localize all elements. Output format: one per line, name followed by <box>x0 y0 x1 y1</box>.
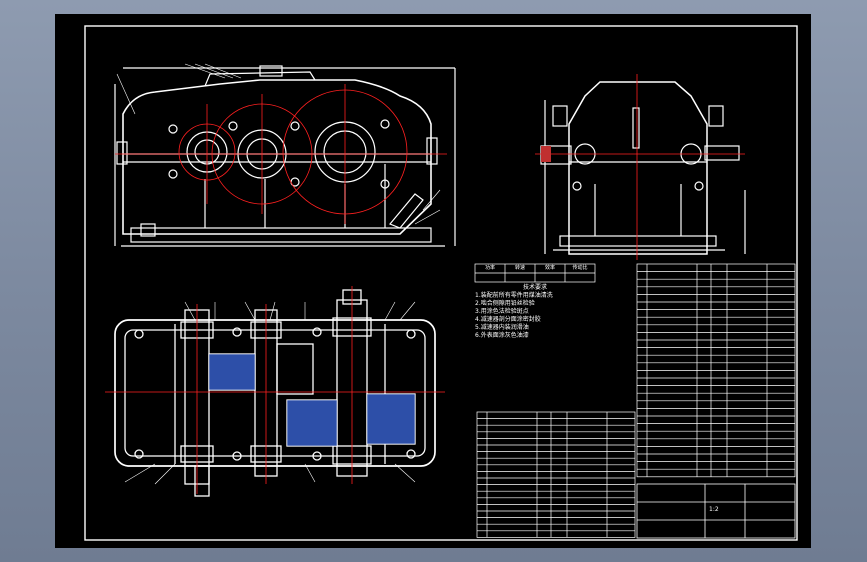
tech-note-line: 4.减速器剖分面涂密封胶 <box>475 316 541 323</box>
side-view-centerlines <box>535 74 745 260</box>
top-view-leaders <box>124 301 416 485</box>
tech-notes-header: 技术要求 <box>522 284 547 291</box>
title-block-scale: 1:2 <box>709 506 719 513</box>
tech-note-line: 6.外表面涂灰色油漆 <box>475 332 529 339</box>
spec-header: 转速 <box>514 265 525 271</box>
gear-sections <box>208 353 416 447</box>
top-view-centerlines <box>105 286 445 494</box>
side-shaft-section <box>541 146 551 162</box>
tech-note-line: 2.啮合侧隙用铅丝检验 <box>475 300 535 307</box>
spec-header: 传动比 <box>572 265 588 271</box>
tech-note-line: 3.用涂色法检验斑点 <box>475 308 529 315</box>
front-view-leaders <box>116 63 441 225</box>
spec-header: 效率 <box>544 265 555 271</box>
gear-pitch-circles <box>115 84 447 224</box>
spec-header: 功率 <box>484 265 495 271</box>
parts-list-left <box>476 411 636 538</box>
spec-table <box>474 263 596 283</box>
tech-note-line: 5.减速器内装润滑油 <box>475 324 529 331</box>
sheet-border <box>84 25 798 541</box>
side-view <box>540 81 746 255</box>
drawing-canvas[interactable]: 技术要求 1.装配前所有零件用煤油清洗 2.啮合侧隙用铅丝检验 3.用涂色法检验… <box>55 14 811 548</box>
tech-notes: 技术要求 1.装配前所有零件用煤油清洗 2.啮合侧隙用铅丝检验 3.用涂色法检验… <box>475 284 595 340</box>
table-frame <box>476 411 636 538</box>
title-block <box>636 483 796 539</box>
top-view <box>114 289 436 497</box>
tech-note-line: 1.装配前所有零件用煤油清洗 <box>475 292 553 299</box>
front-view <box>114 65 456 247</box>
parts-list-right <box>636 263 796 478</box>
cad-drawing <box>84 25 798 541</box>
spec-table-headers: 功率 转速 效率 传动比 <box>475 264 595 273</box>
